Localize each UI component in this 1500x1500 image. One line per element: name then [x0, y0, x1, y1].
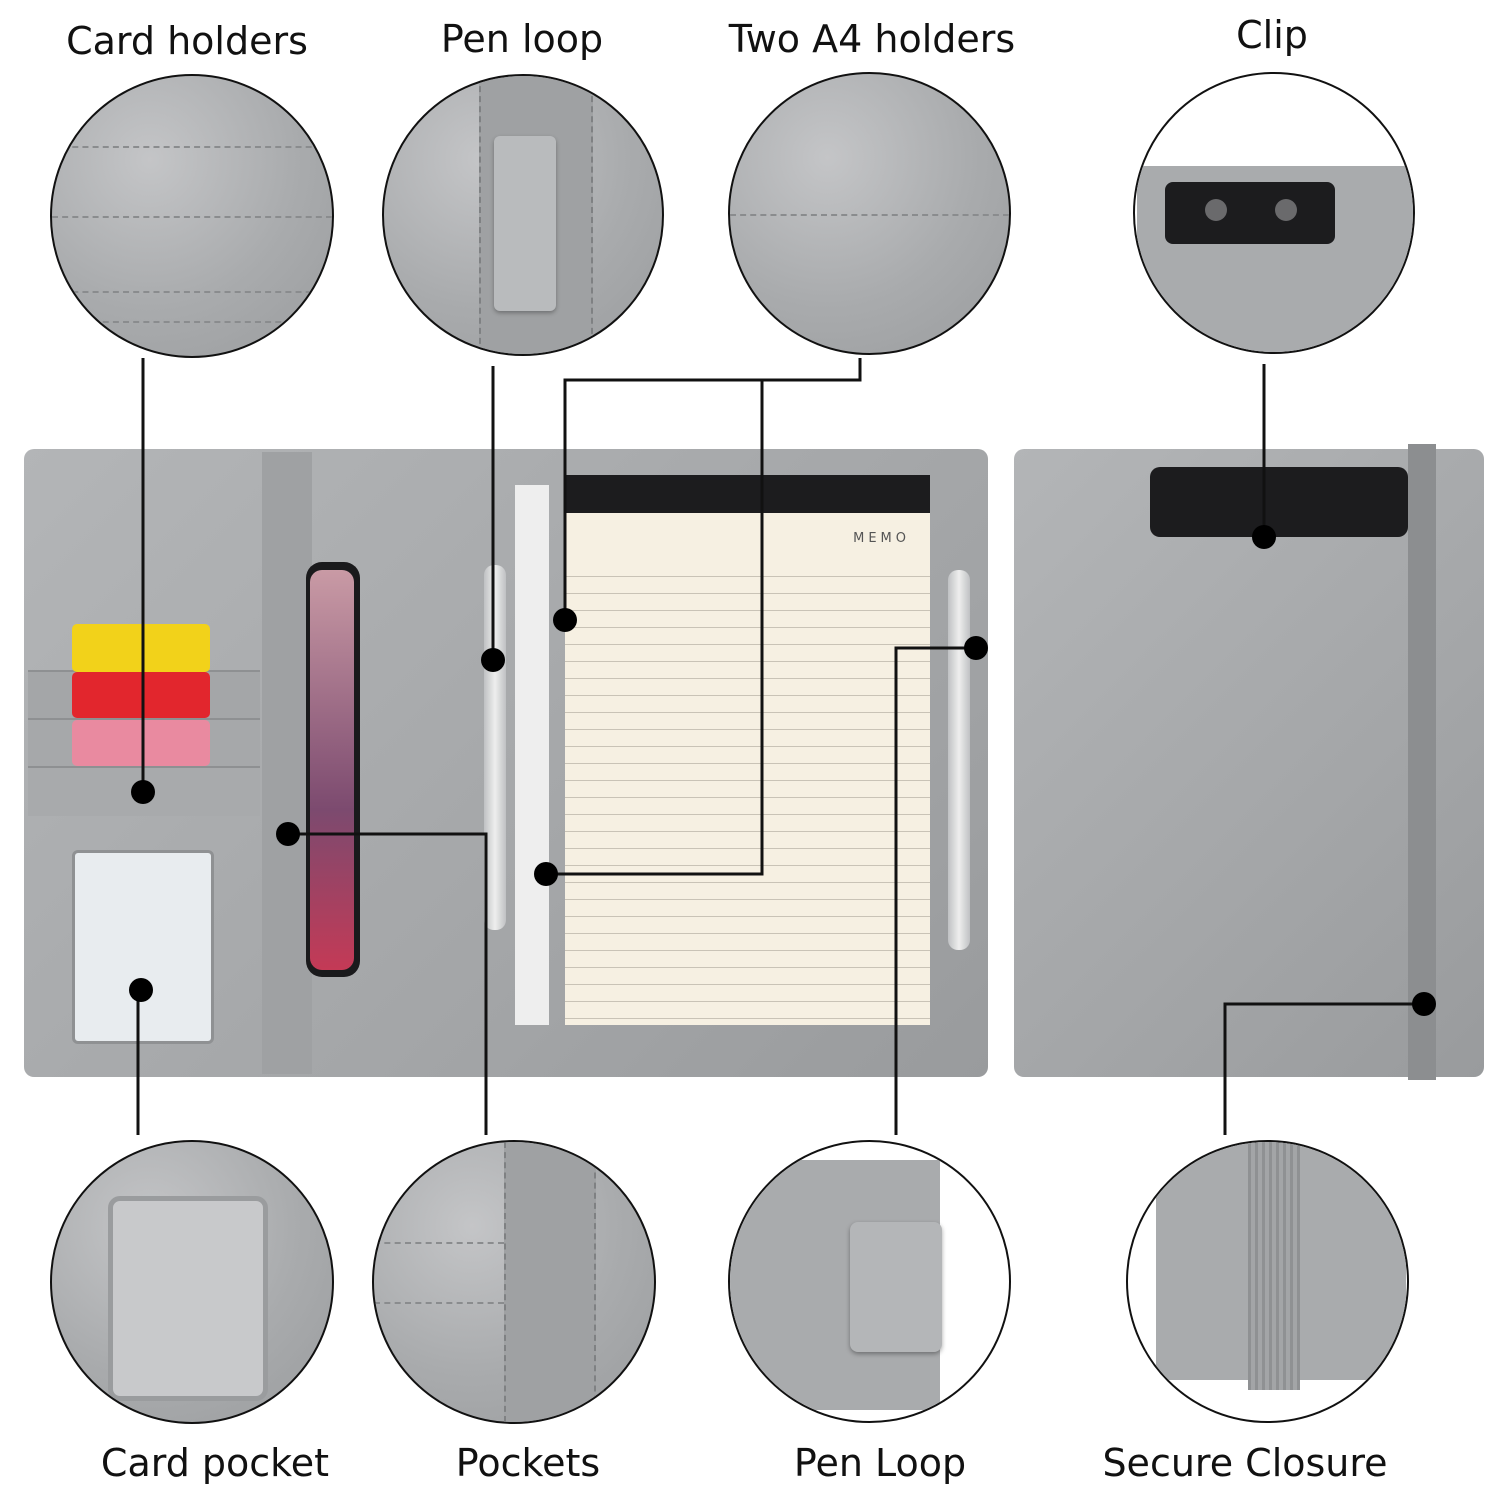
yellow-card — [72, 624, 210, 672]
red-card — [72, 672, 210, 718]
closed-folio — [1014, 449, 1484, 1077]
id-window — [72, 850, 214, 1044]
label-card-pocket: Card pocket — [100, 1441, 330, 1485]
spine-strap — [262, 452, 312, 1074]
zoom-pen-loop-bottom — [728, 1140, 1011, 1423]
zoom-pen-loop — [382, 74, 664, 356]
zoom-card-holders — [50, 74, 334, 358]
pink-card — [72, 720, 210, 766]
label-two-a4-holders: Two A4 holders — [728, 17, 1016, 61]
pen — [948, 570, 970, 950]
phone-screen — [310, 570, 354, 970]
label-pen-loop-top: Pen loop — [440, 17, 604, 61]
zoom-two-a4-holders — [728, 72, 1011, 355]
zoom-pockets — [372, 1140, 656, 1424]
clip-icon — [1165, 182, 1335, 244]
notepad-binding — [565, 475, 930, 513]
notepad: MEMO — [565, 475, 930, 1025]
memo-header: MEMO — [853, 531, 910, 546]
label-pockets: Pockets — [455, 1441, 601, 1485]
zoom-clip — [1133, 72, 1415, 354]
zoom-card-pocket — [50, 1140, 334, 1424]
zoom-secure-closure — [1126, 1140, 1409, 1423]
label-card-holders: Card holders — [66, 19, 308, 63]
label-clip: Clip — [1236, 13, 1308, 57]
elastic-band — [1408, 444, 1436, 1080]
label-pen-loop-bottom: Pen Loop — [793, 1441, 967, 1485]
a4-holder-sheet — [515, 485, 549, 1025]
label-secure-closure: Secure Closure — [1102, 1441, 1388, 1485]
top-clip — [1150, 467, 1408, 537]
notepad-grid — [565, 513, 930, 561]
